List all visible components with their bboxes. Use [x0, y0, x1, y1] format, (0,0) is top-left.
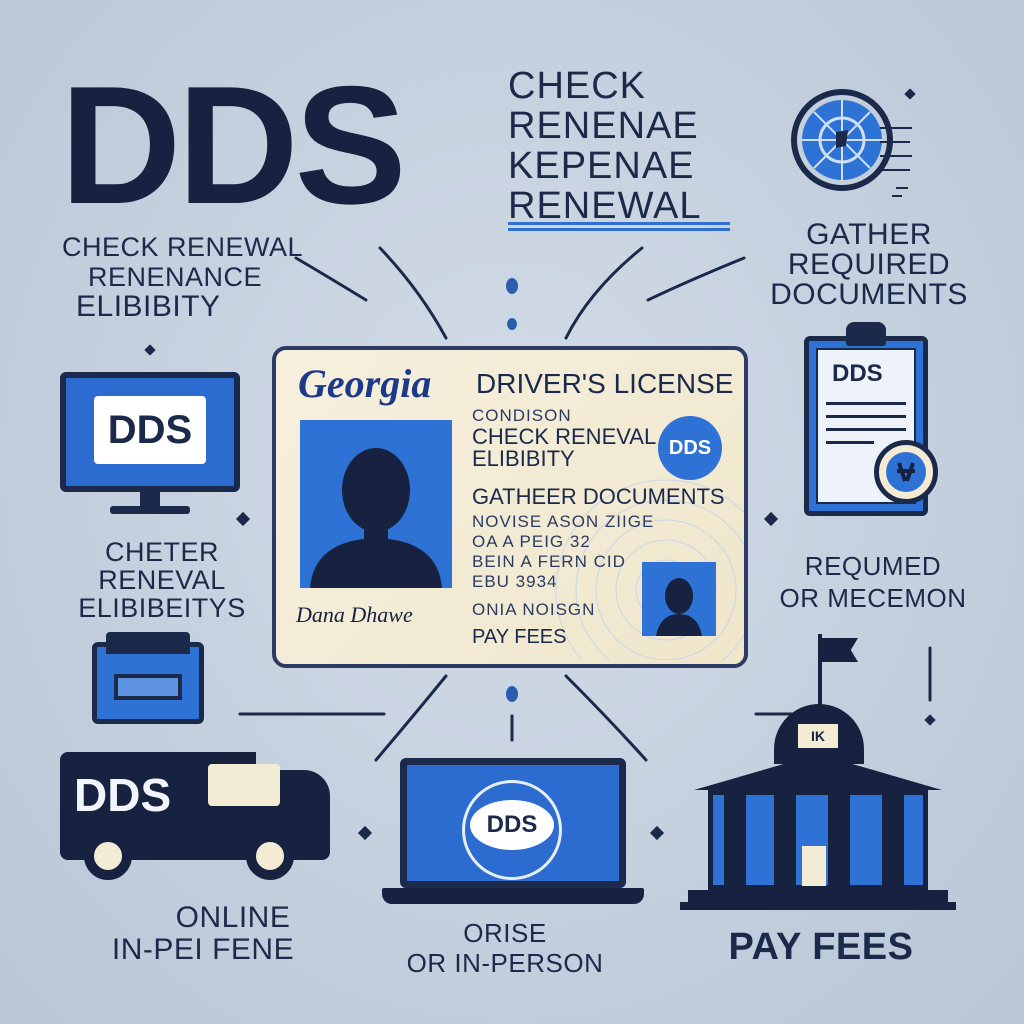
folder-icon: [92, 632, 204, 724]
van-label: DDS: [74, 769, 172, 821]
license-field: EBU 3934: [472, 572, 558, 591]
step-text: GATHER: [806, 218, 932, 251]
license-field: OA A PEIG 32: [472, 532, 591, 551]
step-label-top-left: CHECK RENEWAL RENENANCE ELIBIBITY: [62, 232, 303, 322]
step-text: REQUMED: [804, 551, 942, 581]
step-label-mid-right: REQUMED OR MECEMON: [762, 550, 984, 614]
person-silhouette-icon: [310, 448, 442, 588]
van-icon: DDS: [60, 752, 340, 882]
guilloche-pattern: [555, 479, 744, 660]
step-text: ELIBIBEITYS: [78, 593, 246, 623]
ghost-photo: [642, 562, 716, 636]
signature: Dana Dhawe: [296, 602, 413, 627]
page-title: DDS: [60, 51, 407, 239]
step-text: CHETER: [104, 537, 219, 567]
clipboard-label: DDS: [832, 360, 883, 387]
person-silhouette-icon: [656, 578, 702, 636]
monitor-label: DDS: [94, 396, 206, 464]
license-tiny-text: CONDISON: [472, 406, 572, 425]
license-line: CHECK RENEVAL: [472, 424, 657, 449]
step-label-mid-left: CHETER RENEVAL ELIBIBEITYS: [62, 538, 262, 622]
heading-line: KEPENAE: [508, 145, 695, 187]
seal-badge: [874, 440, 938, 504]
courthouse-icon: IK: [680, 634, 956, 914]
step-text: ONLINE: [175, 901, 291, 934]
step-label-bottom-left: ONLINE IN-PEI FENE: [60, 902, 346, 966]
laptop-label: DDS: [470, 800, 554, 850]
heading-line: RENENAE: [508, 105, 699, 147]
step-text: RENEVAL: [98, 565, 226, 595]
globe-icon: [791, 89, 912, 197]
license-field: ONIA NOISGN: [472, 600, 596, 619]
clipboard-icon: DDS: [800, 322, 950, 522]
step-text: IN-PEI FENE: [111, 933, 295, 966]
courthouse-badge: IK: [798, 724, 838, 748]
license-title: DRIVER'S LICENSE: [476, 368, 734, 399]
heading-stack: CHECK RENENAE KEPENAE RENEWAL: [508, 66, 702, 226]
license-badge: DDS: [658, 416, 722, 480]
license-line: ELIBIBITY: [472, 446, 575, 471]
step-label-bottom-right: PAY FEES: [716, 926, 926, 969]
monitor-icon: DDS: [60, 372, 240, 522]
license-field: NOVISE ASON ZIIGE: [472, 512, 655, 531]
step-text: REQUIRED: [787, 248, 951, 281]
portrait-photo: [300, 420, 452, 588]
step-label-top-right: GATHER REQUIRED DOCUMENTS: [744, 220, 994, 310]
drivers-license-card: Georgia DRIVER'S LICENSE CONDISON CHECK …: [272, 346, 748, 668]
license-line: GATHEER DOCUMENTS: [472, 484, 725, 509]
step-label-bottom-center: ORISE OR IN-PERSON: [400, 918, 610, 978]
step-text: OR MECEMON: [779, 583, 967, 613]
step-text: DOCUMENTS: [770, 278, 968, 311]
step-text: ELIBIBITY: [76, 290, 221, 323]
step-text: ORISE: [463, 918, 547, 948]
license-state: Georgia: [298, 361, 432, 406]
step-text: PAY FEES: [728, 926, 914, 968]
heading-line: CHECK: [508, 65, 647, 107]
heading-line: RENEWAL: [508, 185, 702, 227]
license-line: PAY FEES: [472, 626, 567, 648]
heading-underline: [508, 222, 730, 234]
step-text: CHECK RENEWAL: [62, 232, 304, 262]
license-field: BEIN A FERN CID: [472, 552, 626, 571]
step-text: RENENANCE: [88, 262, 263, 292]
laptop-icon: DDS: [382, 758, 644, 908]
step-text: OR IN-PERSON: [406, 948, 604, 978]
